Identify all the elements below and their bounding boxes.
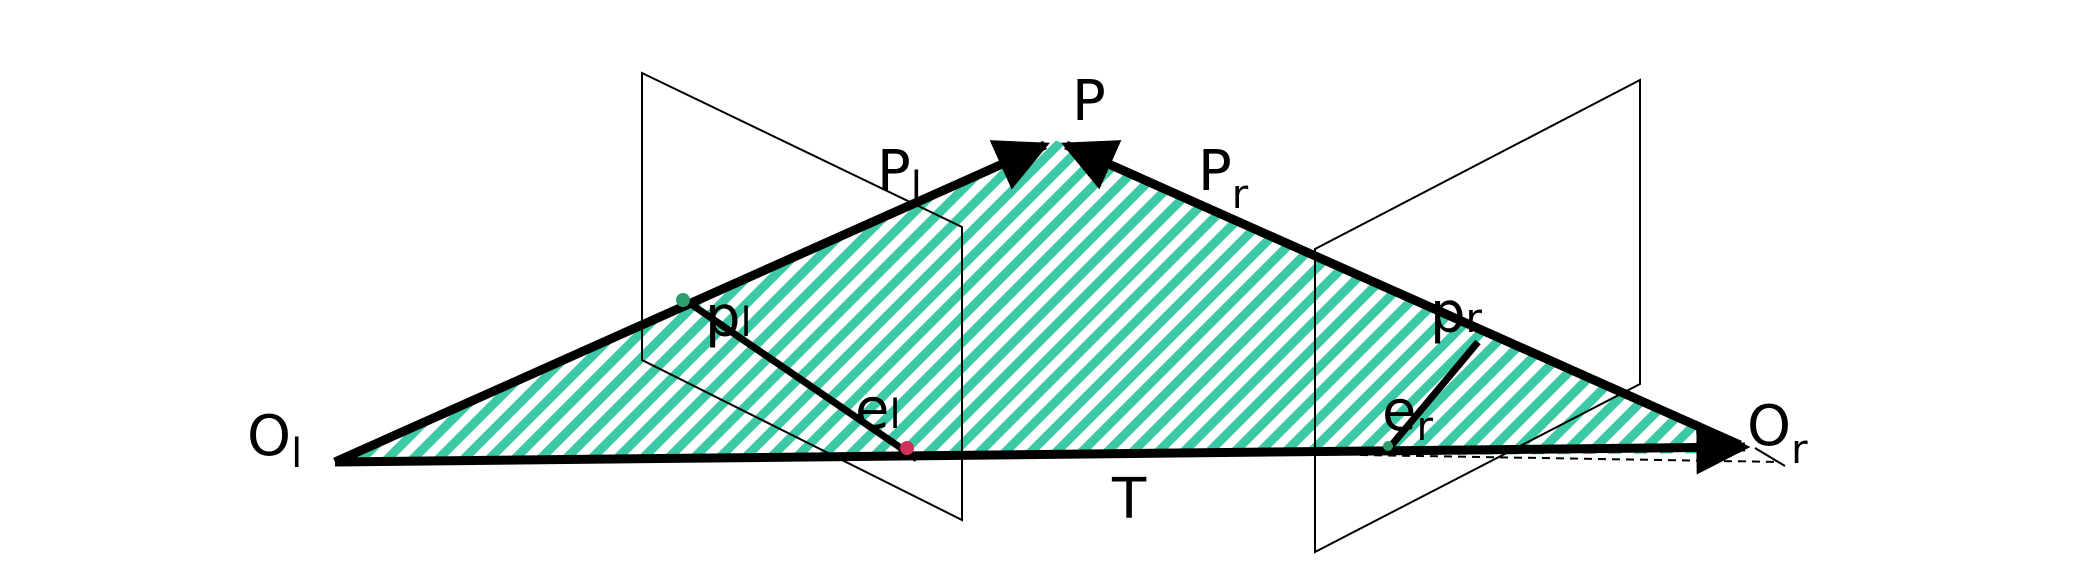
epipolar-plane-hatch <box>335 140 1740 462</box>
label-e-r: er <box>1382 379 1433 450</box>
left-epipolar-line <box>683 297 919 462</box>
label-P-l: Pl <box>877 139 922 210</box>
right-epipolar-line <box>1387 339 1481 450</box>
label-P-r: Pr <box>1198 139 1249 218</box>
point-e-l-marker <box>900 441 914 455</box>
label-e-l: el <box>855 377 901 442</box>
point-e-r-marker <box>1383 441 1393 451</box>
vector-P-r <box>1061 140 1742 450</box>
label-p-r: pr <box>1430 281 1483 346</box>
label-O-l: Ol <box>247 404 302 477</box>
label-T: T <box>1111 467 1147 532</box>
label-O-r: Or <box>1747 394 1808 473</box>
point-p-l-marker <box>676 293 690 307</box>
baseline-extension-dashed <box>1359 454 1781 463</box>
label-P: P <box>1072 69 1106 134</box>
baseline-T <box>334 420 1751 475</box>
left-image-plane <box>641 71 963 522</box>
baseline-extension-tick <box>1754 447 1786 467</box>
label-p-l: pl <box>705 285 752 350</box>
